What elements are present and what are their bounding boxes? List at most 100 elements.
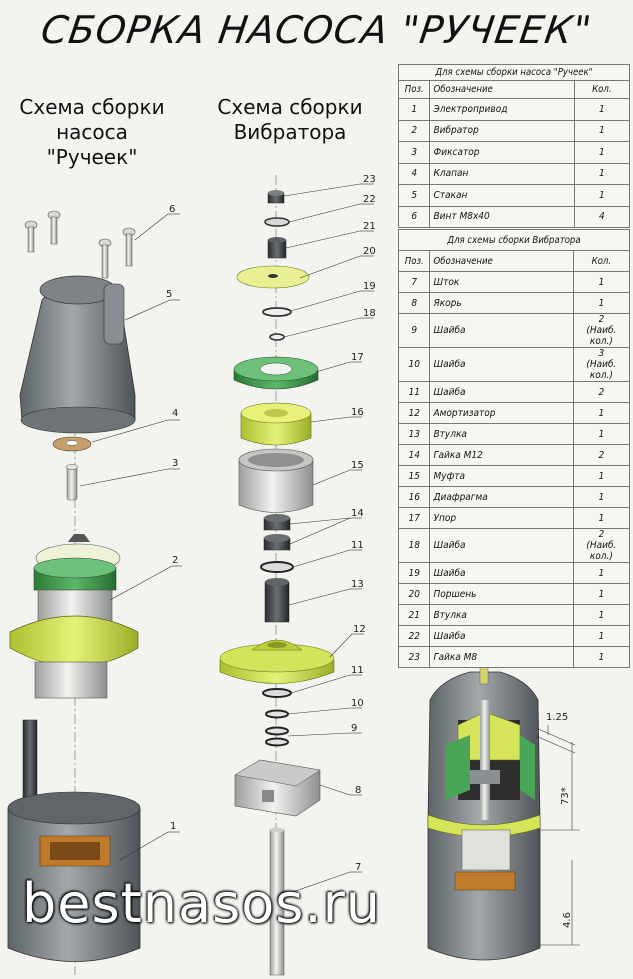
callout-14: 14 (351, 508, 364, 519)
row-pos: 3 (397, 141, 431, 164)
row-qty: 1 (572, 486, 631, 508)
row-qty-value: 1 (598, 512, 605, 524)
column-header-qty: Кол. (573, 80, 631, 99)
callout-12: 12 (353, 624, 366, 635)
callout-22: 22 (363, 194, 376, 205)
row-qty-value: 1 (598, 407, 605, 419)
rod-part-7 (269, 827, 285, 976)
callout-1: 1 (170, 821, 176, 832)
row-name: Шток (429, 271, 574, 293)
callout-8: 8 (355, 785, 361, 796)
subtitle-vibrator-line-2: Вибратора (233, 120, 347, 144)
dimension-height: 73* (560, 787, 571, 805)
row-qty: 1 (572, 583, 631, 605)
row-qty: 2 (572, 444, 631, 466)
row-qty: 1 (572, 562, 631, 584)
row-qty-value: 2 (598, 314, 605, 325)
row-pos: 6 (397, 205, 431, 228)
bushing-part-21 (267, 237, 287, 259)
row-qty-value: 1 (598, 125, 605, 137)
diaphragm-part-16 (240, 402, 312, 446)
row-qty: 1 (572, 646, 631, 668)
nut-m8-part-23 (267, 190, 285, 204)
screw-bolts-part-6 (24, 210, 136, 279)
row-pos: 8 (397, 292, 431, 314)
callout-7: 7 (355, 862, 361, 873)
row-name: Гайка М12 (429, 444, 574, 466)
coupling-part-15 (238, 448, 314, 513)
callouts-left: 6 5 4 3 2 1 (166, 204, 178, 832)
row-name: Шайба (429, 625, 574, 647)
callout-5: 5 (166, 289, 172, 300)
row-qty-value: 1 (598, 609, 605, 621)
watermark-text: bestnasos.ru (22, 872, 382, 935)
row-pos: 18 (397, 528, 431, 563)
column-header-pos: Поз. (397, 250, 431, 272)
row-qty-note: (Наиб. кол.) (586, 359, 617, 381)
bushing-part-13 (264, 578, 290, 623)
column-header-qty: Кол. (572, 250, 631, 272)
row-pos: 22 (397, 625, 431, 647)
row-pos: 15 (397, 465, 431, 487)
row-qty-value: 1 (598, 103, 605, 115)
row-name: Стакан (429, 184, 575, 207)
callout-13: 13 (351, 579, 364, 590)
dimension-gap: 1.25 (546, 712, 568, 723)
row-qty: 4 (573, 205, 631, 228)
washer-part-22 (264, 217, 290, 227)
row-name: Амортизатор (429, 402, 574, 424)
washer-part-19 (262, 307, 292, 317)
row-qty-value: 1 (598, 276, 605, 288)
row-pos: 2 (397, 119, 431, 142)
row-name: Диафрагма (429, 486, 574, 508)
callout-18: 18 (363, 308, 376, 319)
electric-drive-part-1 (7, 719, 141, 962)
valve-part-4 (52, 436, 92, 452)
callout-10: 10 (351, 698, 364, 709)
row-name: Якорь (429, 292, 574, 314)
callout-11-lower: 11 (351, 665, 364, 676)
row-qty: 2(Наиб. кол.) (572, 528, 631, 563)
row-qty: 3(Наиб. кол.) (572, 347, 631, 382)
subtitle-pump-assembly: Схема сборки насоса "Ручеек" (8, 95, 176, 170)
row-qty: 1 (572, 423, 631, 445)
shock-absorber-part-12 (219, 639, 335, 684)
row-name: Шайба (429, 381, 574, 403)
row-qty: 1 (573, 98, 631, 121)
stop-ring-part-17 (233, 356, 319, 390)
washers-part-10 (265, 709, 289, 719)
washer-part-11-lower (262, 688, 292, 698)
column-header-name: Обозначение (429, 250, 574, 272)
armature-part-8 (234, 759, 321, 817)
row-qty-value: 1 (598, 297, 605, 309)
row-qty: 1 (572, 625, 631, 647)
leaders-left (79, 213, 182, 861)
assembled-pump-cutaway (427, 661, 541, 961)
leaders-right (283, 183, 374, 896)
row-pos: 13 (397, 423, 431, 445)
row-pos: 1 (397, 98, 431, 121)
row-qty-value: 1 (598, 567, 605, 579)
callout-16: 16 (351, 407, 364, 418)
row-qty-value: 2 (598, 386, 605, 398)
callout-19: 19 (363, 281, 376, 292)
callout-20: 20 (363, 246, 376, 257)
row-qty-value: 2 (598, 449, 605, 461)
row-qty: 1 (572, 402, 631, 424)
row-pos: 10 (397, 347, 431, 382)
